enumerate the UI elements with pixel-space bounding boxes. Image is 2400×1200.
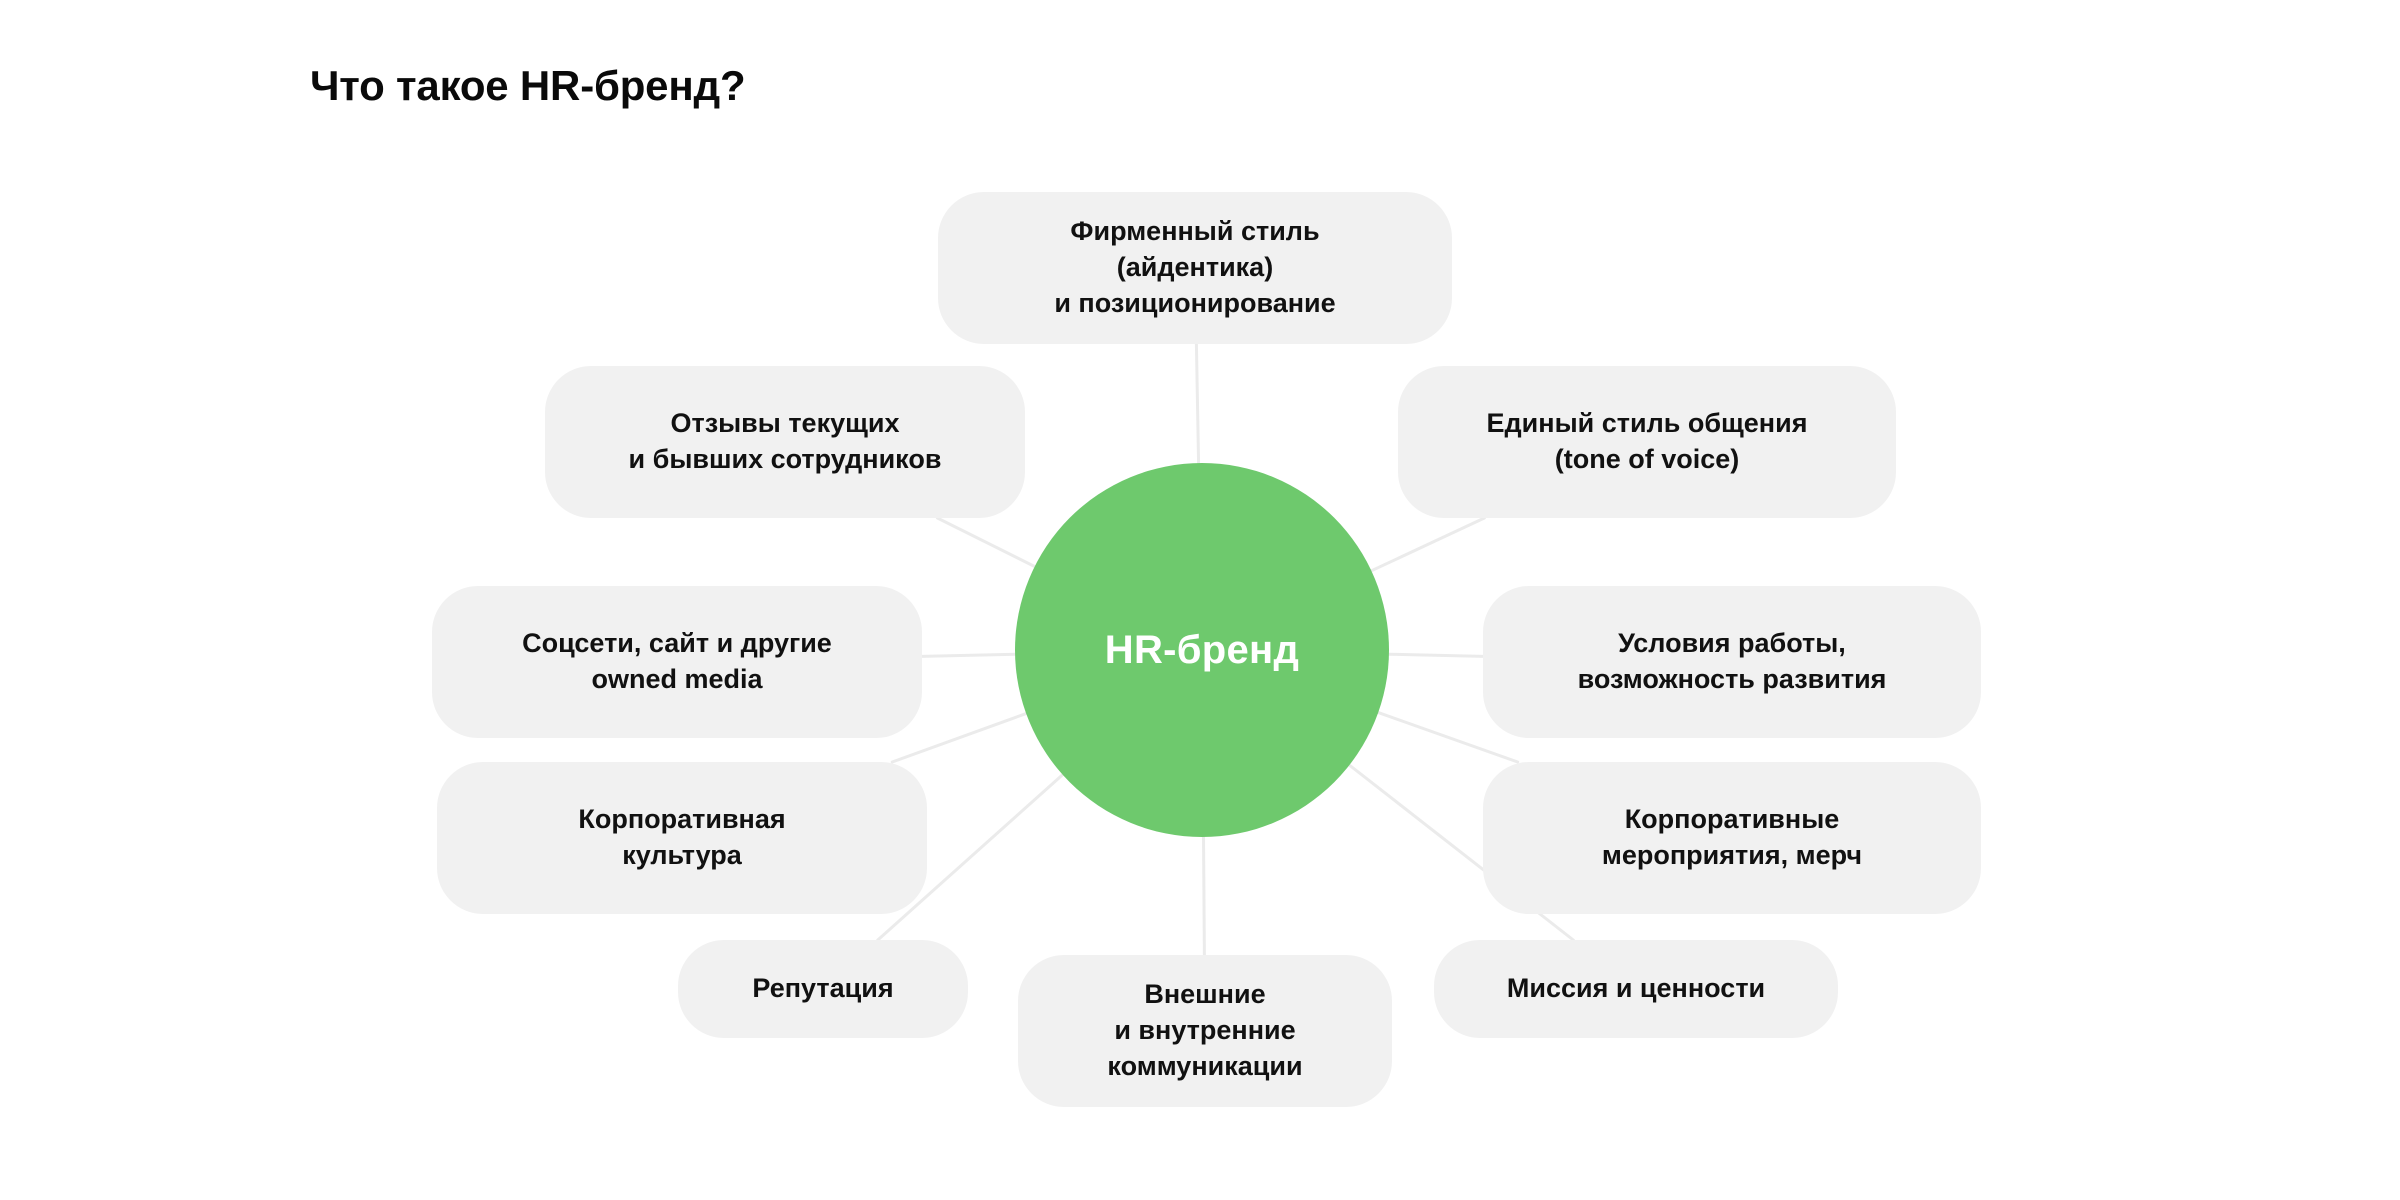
edge-hub-to-owned-media	[920, 652, 1018, 658]
edge-hub-to-corporate-events	[1375, 710, 1520, 764]
node-identity-label: Фирменный стиль (айдентика) и позиционир…	[1054, 216, 1336, 318]
node-corporate-culture[interactable]: Корпоративная культура	[437, 762, 927, 914]
node-employee-reviews[interactable]: Отзывы текущих и бывших сотрудников	[545, 366, 1025, 518]
hub-node-label: HR-бренд	[1104, 627, 1300, 672]
node-reputation-label: Репутация	[752, 973, 894, 1004]
node-corporate-events[interactable]: Корпоративные мероприятия, мерч	[1483, 762, 1981, 914]
node-communications-label: Внешние и внутренние коммуникации	[1107, 979, 1303, 1081]
node-owned-media[interactable]: Соцсети, сайт и другие owned media	[432, 586, 922, 738]
node-communications[interactable]: Внешние и внутренние коммуникации	[1018, 955, 1392, 1107]
node-corporate-events-label: Корпоративные мероприятия, мерч	[1601, 804, 1863, 870]
node-mission-values-label: Миссия и ценности	[1506, 973, 1766, 1004]
node-reputation[interactable]: Репутация	[678, 940, 968, 1038]
node-identity[interactable]: Фирменный стиль (айдентика) и позиционир…	[938, 192, 1452, 344]
page-title: Что такое HR-бренд?	[310, 62, 746, 109]
node-tone-of-voice-label: Единый стиль общения (tone of voice)	[1486, 408, 1808, 474]
node-work-conditions[interactable]: Условия работы, возможность развития	[1483, 586, 1981, 738]
edge-hub-to-identity	[1194, 342, 1201, 466]
node-mission-values[interactable]: Миссия и ценности	[1434, 940, 1838, 1038]
edge-hub-to-employee-reviews	[935, 516, 1038, 569]
node-owned-media-label: Соцсети, сайт и другие owned media	[522, 628, 832, 694]
edge-hub-to-corporate-culture	[890, 711, 1029, 764]
edge-hub-to-tone-of-voice	[1369, 516, 1486, 573]
hub-node-hr-brand[interactable]: HR-бренд	[1015, 463, 1389, 837]
node-corporate-culture-label: Корпоративная культура	[578, 804, 786, 870]
node-work-conditions-label: Условия работы, возможность развития	[1577, 628, 1887, 694]
edge-hub-to-communications	[1202, 834, 1206, 957]
node-tone-of-voice[interactable]: Единый стиль общения (tone of voice)	[1398, 366, 1896, 518]
node-employee-reviews-label: Отзывы текущих и бывших сотрудников	[628, 408, 942, 474]
edge-hub-to-work-conditions	[1386, 652, 1485, 658]
edge-hub-to-reputation	[876, 772, 1065, 942]
